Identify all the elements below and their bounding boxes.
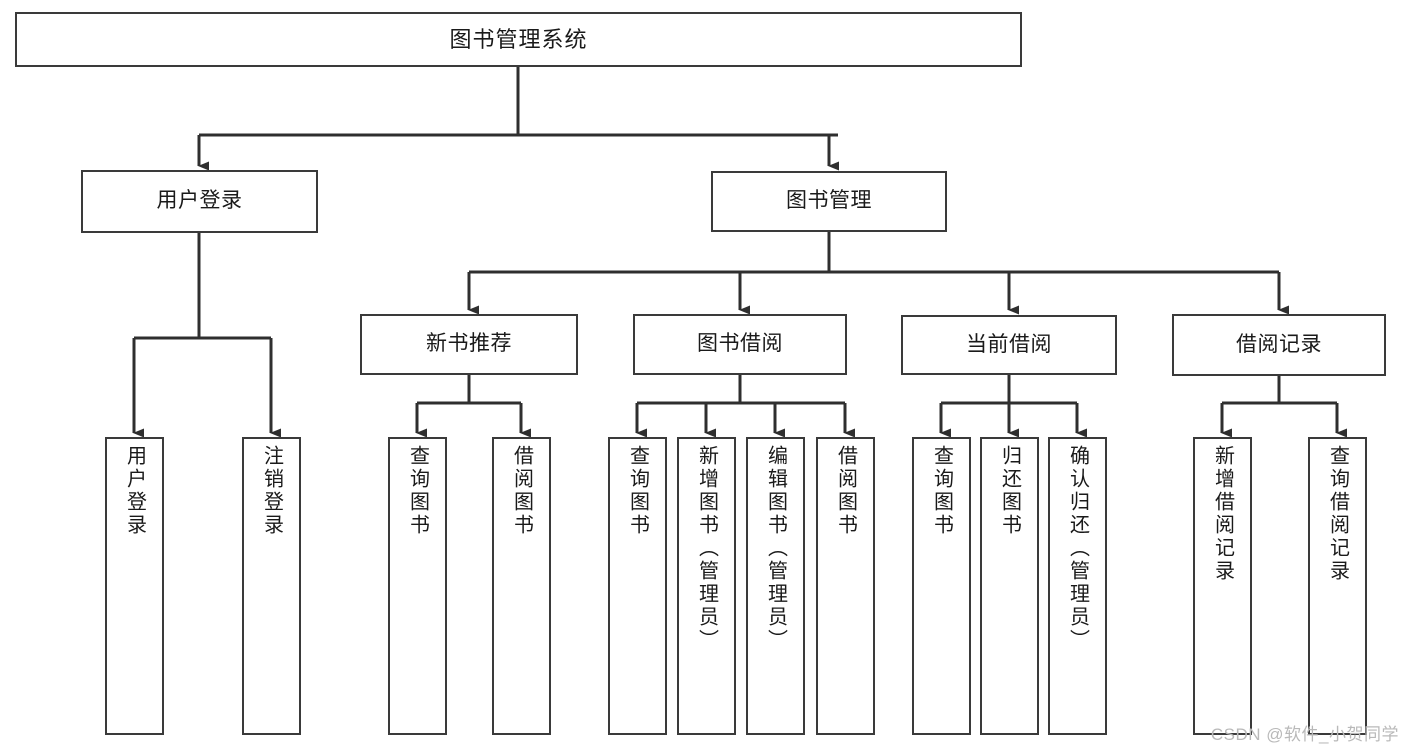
node-leaf-edit-book-admin[interactable]: 编辑图书（管理员） xyxy=(746,437,805,735)
node-current-borrow[interactable]: 当前借阅 xyxy=(901,315,1117,375)
node-leaf-confirm-return-admin-label: 确认归还（管理员） xyxy=(1066,445,1089,652)
watermark-text: CSDN @软件_小贺同学 xyxy=(1210,725,1399,744)
node-leaf-borrow-book-2-label: 借阅图书 xyxy=(834,445,857,537)
node-leaf-user-login[interactable]: 用户登录 xyxy=(105,437,164,735)
node-leaf-add-borrow-record[interactable]: 新增借阅记录 xyxy=(1193,437,1252,735)
node-leaf-borrow-book-2[interactable]: 借阅图书 xyxy=(816,437,875,735)
node-leaf-query-book-2-label: 查询图书 xyxy=(626,445,649,537)
node-leaf-user-login-label: 用户登录 xyxy=(123,445,146,537)
node-new-book-rec[interactable]: 新书推荐 xyxy=(360,314,578,375)
node-leaf-query-book-2[interactable]: 查询图书 xyxy=(608,437,667,735)
node-new-book-rec-label: 新书推荐 xyxy=(426,332,512,356)
node-borrow-record[interactable]: 借阅记录 xyxy=(1172,314,1386,376)
node-leaf-logout-login-label: 注销登录 xyxy=(260,445,283,537)
node-book-borrow-label: 图书借阅 xyxy=(697,332,783,356)
node-root[interactable]: 图书管理系统 xyxy=(15,12,1022,67)
node-leaf-confirm-return-admin[interactable]: 确认归还（管理员） xyxy=(1048,437,1107,735)
node-leaf-logout-login[interactable]: 注销登录 xyxy=(242,437,301,735)
node-leaf-return-book[interactable]: 归还图书 xyxy=(980,437,1039,735)
node-leaf-add-book-admin-label: 新增图书（管理员） xyxy=(695,445,718,652)
node-leaf-query-book-1-label: 查询图书 xyxy=(406,445,429,537)
node-leaf-query-borrow-record[interactable]: 查询借阅记录 xyxy=(1308,437,1367,735)
node-leaf-add-borrow-record-label: 新增借阅记录 xyxy=(1211,445,1234,583)
node-leaf-add-book-admin[interactable]: 新增图书（管理员） xyxy=(677,437,736,735)
node-user-login[interactable]: 用户登录 xyxy=(81,170,318,233)
node-leaf-return-book-label: 归还图书 xyxy=(998,445,1021,537)
node-borrow-record-label: 借阅记录 xyxy=(1236,332,1322,356)
node-book-mgmt-label: 图书管理 xyxy=(786,189,872,213)
node-leaf-query-book-3[interactable]: 查询图书 xyxy=(912,437,971,735)
node-book-mgmt[interactable]: 图书管理 xyxy=(711,171,947,232)
node-leaf-edit-book-admin-label: 编辑图书（管理员） xyxy=(764,445,787,652)
node-current-borrow-label: 当前借阅 xyxy=(966,332,1052,356)
node-leaf-borrow-book-1[interactable]: 借阅图书 xyxy=(492,437,551,735)
node-leaf-query-borrow-record-label: 查询借阅记录 xyxy=(1326,445,1349,583)
node-user-login-label: 用户登录 xyxy=(156,189,243,213)
node-leaf-query-book-1[interactable]: 查询图书 xyxy=(388,437,447,735)
node-leaf-query-book-3-label: 查询图书 xyxy=(930,445,953,537)
node-leaf-borrow-book-1-label: 借阅图书 xyxy=(510,445,533,537)
node-book-borrow[interactable]: 图书借阅 xyxy=(633,314,847,375)
node-root-label: 图书管理系统 xyxy=(449,26,588,52)
